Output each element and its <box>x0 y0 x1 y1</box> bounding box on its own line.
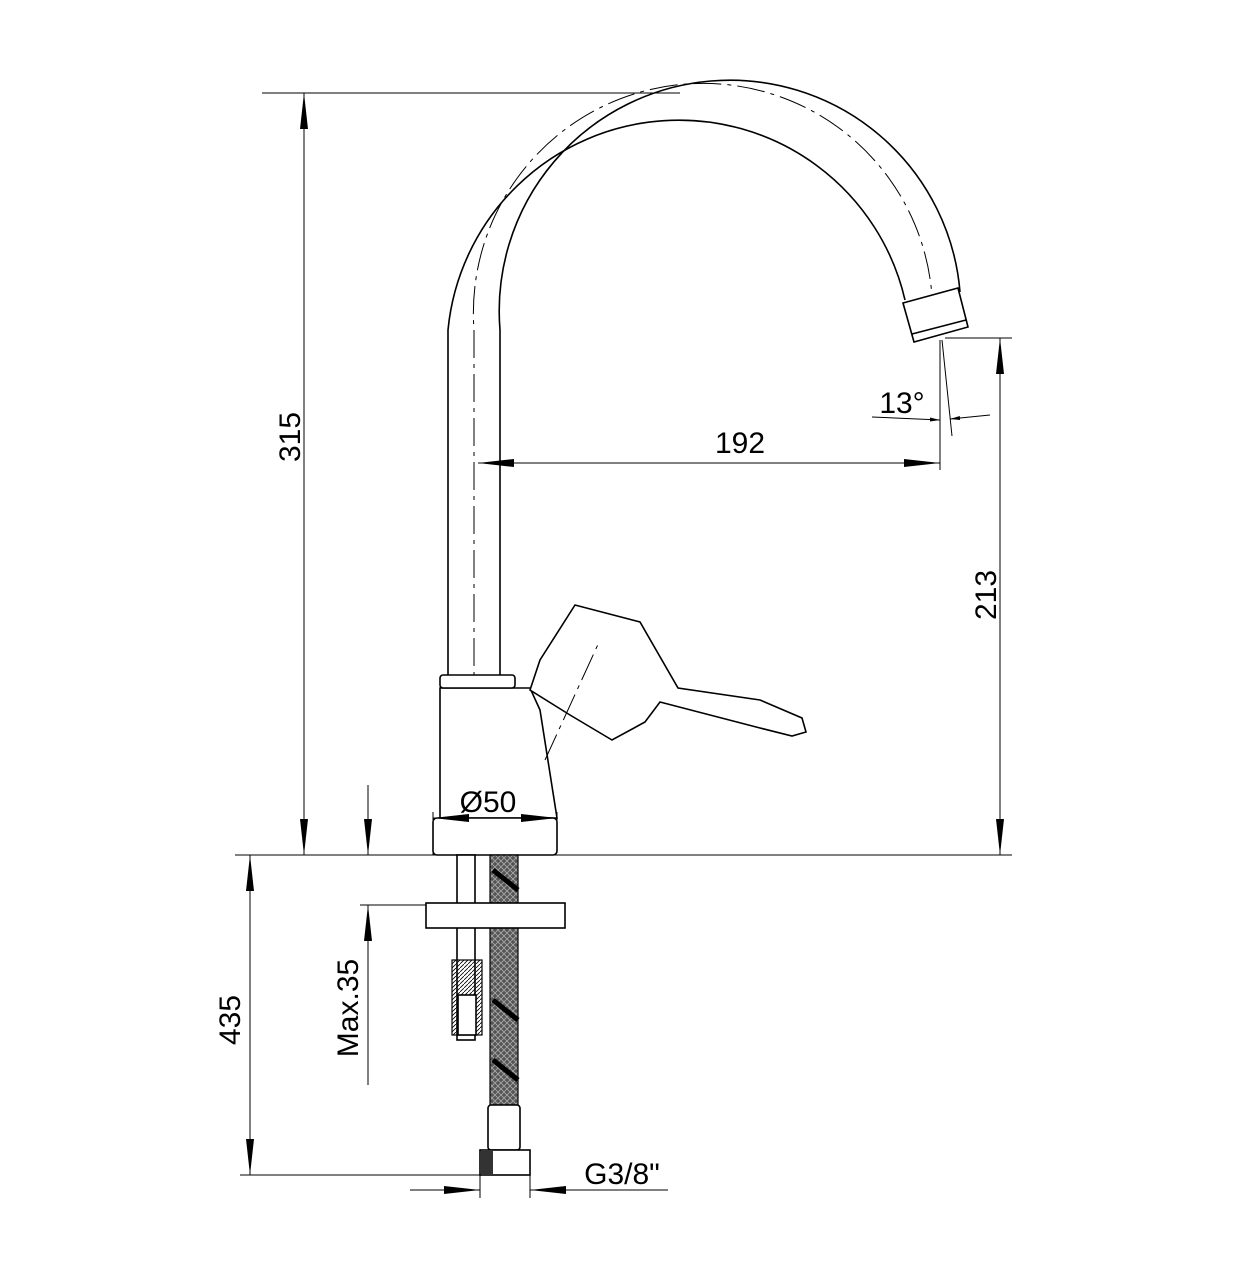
dim-spout-reach: 192 <box>715 427 765 460</box>
under-deck <box>425 854 566 1176</box>
aerator <box>902 287 969 343</box>
dim-spout-height: 213 <box>970 570 1003 620</box>
lever-handle <box>529 604 807 741</box>
base-plate <box>432 817 558 856</box>
spout <box>447 79 969 710</box>
dim-total-height: 315 <box>274 412 307 462</box>
mounting-nut <box>425 902 566 929</box>
hose-connector <box>487 1104 521 1151</box>
dimensions: 315 192 213 13° Ø50 Max.35 435 G3/8" <box>214 93 1004 1194</box>
dim-max-deck-thickness: Max.35 <box>332 959 365 1057</box>
faucet-body <box>432 604 807 856</box>
dim-base-diameter: Ø50 <box>460 786 517 819</box>
dim-connection-thread: G3/8" <box>584 1158 660 1191</box>
dim-hose-length: 435 <box>214 995 247 1045</box>
dim-spout-angle: 13° <box>879 387 924 420</box>
